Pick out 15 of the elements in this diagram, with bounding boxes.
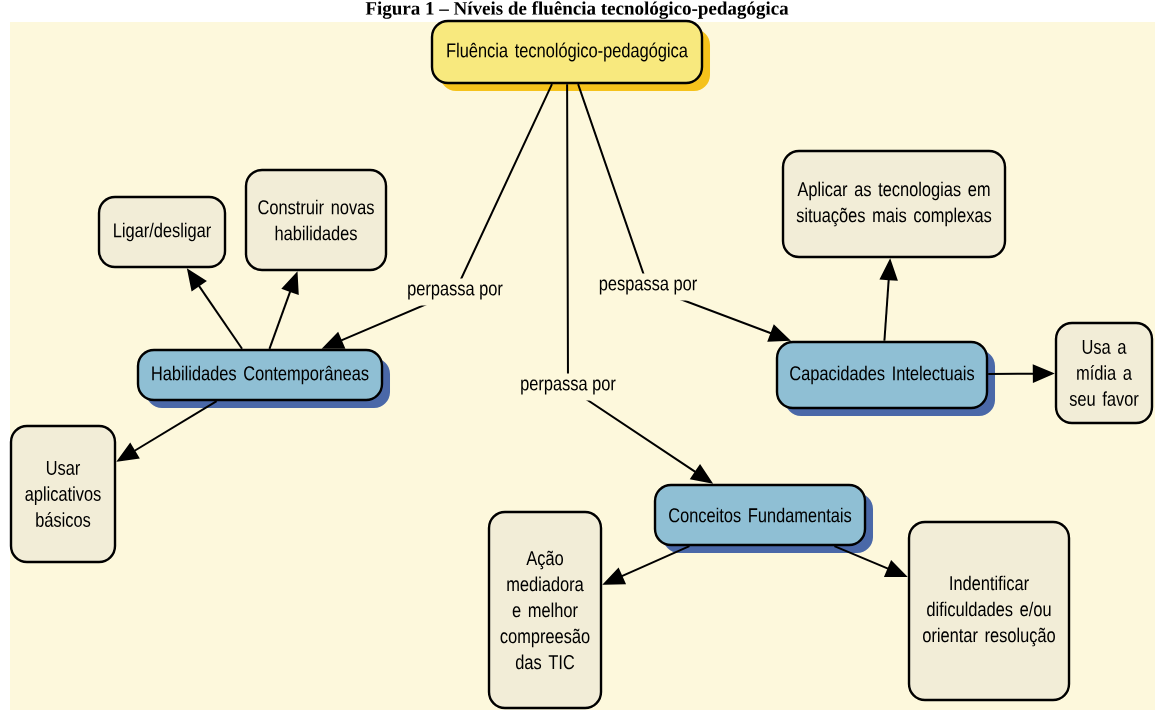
concept-box: Indentificar dificuldades e/ou orientar resolução bbox=[907, 520, 1071, 702]
concept-box: Construir novas habilidades bbox=[244, 168, 388, 272]
concept-box: Conceitos Fundamentais bbox=[653, 483, 873, 553]
edge-label: pespassa por bbox=[592, 273, 704, 301]
concept-box: Habilidades Contemporâneas bbox=[136, 348, 390, 408]
edge-label: perpassa por bbox=[401, 278, 509, 306]
concept-box: Ação mediadora e melhor compreesão das TIC bbox=[487, 510, 603, 710]
edge-label: perpassa por bbox=[514, 373, 622, 401]
concept-box: Capacidades Intelectuais bbox=[775, 340, 995, 416]
concept-box: Usa a mídia a seu favor bbox=[1054, 321, 1154, 425]
root-concept-box: Fluência tecnológico-pedagógica bbox=[430, 19, 710, 91]
concept-box: Usar aplicativos básicos bbox=[9, 424, 117, 564]
figure-title: Figura 1 – Níveis de fluência tecnológico-pedagógica bbox=[365, 1, 789, 19]
concept-box: Aplicar as tecnologias em situações mais complexas bbox=[781, 149, 1007, 259]
concept-box: Ligar/desligar bbox=[97, 195, 227, 269]
